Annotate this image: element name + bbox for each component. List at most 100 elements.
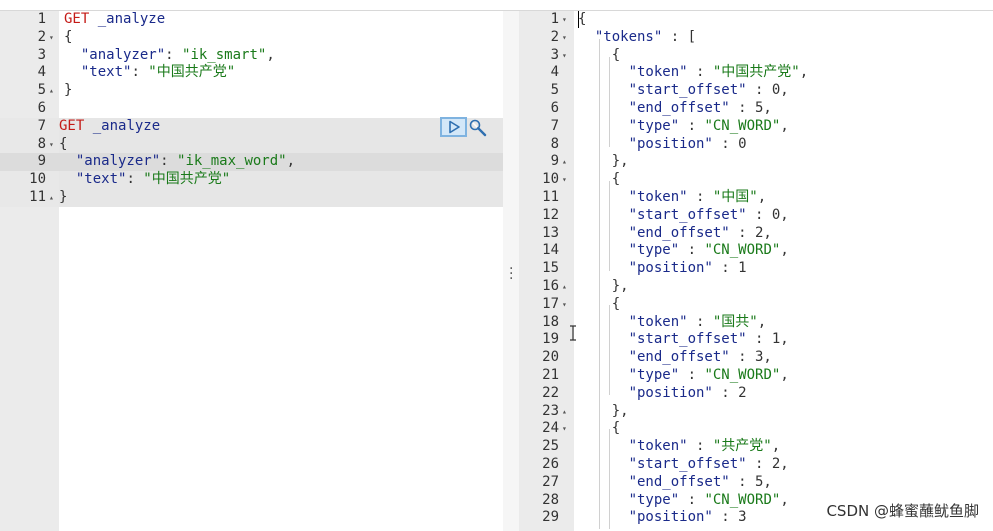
code-token: : [679, 491, 705, 508]
fold-toggle-icon[interactable]: ▾ [562, 299, 567, 309]
line-number: 20 [542, 349, 559, 366]
line-number: 2 [37, 28, 46, 45]
code-text: { [578, 296, 620, 314]
response-line[interactable]: 11 "token" : "中国", [519, 189, 993, 207]
response-line[interactable]: 22 "position" : 2 [519, 385, 993, 403]
response-line[interactable]: 8 "position" : 0 [519, 136, 993, 154]
response-line[interactable]: 20 "end_offset" : 3, [519, 349, 993, 367]
request-line[interactable]: 4 "text": "中国共产党" [0, 64, 503, 82]
code-token: "ik_smart" [182, 46, 267, 63]
response-line[interactable]: 25 "token" : "共产党", [519, 438, 993, 456]
request-line[interactable]: 2▾ { [0, 29, 503, 47]
request-line[interactable]: 10 "text": "中国共产党" [0, 171, 503, 189]
line-number: 17 [542, 295, 559, 312]
line-number: 6 [550, 99, 559, 116]
unfold-toggle-icon[interactable]: ▴ [562, 157, 567, 167]
code-text: "type" : "CN_WORD", [578, 118, 789, 136]
request-line[interactable]: 5▴} [0, 82, 503, 100]
code-token: }, [578, 402, 629, 419]
fold-toggle-icon[interactable]: ▾ [562, 424, 567, 434]
code-token: : [126, 171, 144, 188]
wrench-icon [469, 119, 487, 137]
code-token: "中国共产党" [148, 64, 236, 81]
response-line[interactable]: 6 "end_offset" : 5, [519, 100, 993, 118]
response-line[interactable]: 28 "type" : "CN_WORD", [519, 492, 993, 510]
code-text: { [64, 29, 72, 47]
code-text: "start_offset" : 2, [578, 456, 789, 474]
response-line[interactable]: 19 "start_offset" : 1, [519, 331, 993, 349]
line-number: 15 [542, 260, 559, 277]
code-token: "text" [64, 64, 132, 81]
request-settings-button[interactable] [468, 118, 488, 138]
response-line[interactable]: 2▾ "tokens" : [ [519, 29, 993, 47]
unfold-toggle-icon[interactable]: ▴ [49, 192, 54, 202]
code-token: "中国共产党" [712, 64, 800, 81]
response-line[interactable]: 1▾{ [519, 11, 993, 29]
code-token: , [286, 153, 296, 170]
line-number: 22 [542, 384, 559, 401]
request-line[interactable]: 3 "analyzer": "ik_smart", [0, 47, 503, 65]
code-text: "type" : "CN_WORD", [578, 367, 789, 385]
code-token: : [ [662, 28, 697, 45]
code-token: "position" [578, 384, 713, 401]
response-line[interactable]: 23▴ }, [519, 403, 993, 421]
response-line[interactable]: 3▾ { [519, 47, 993, 65]
response-viewer-lines[interactable]: 1▾{2▾ "tokens" : [3▾ {4 "token" : "中国共产党… [519, 11, 993, 527]
response-line[interactable]: 9▴ }, [519, 153, 993, 171]
response-line[interactable]: 5 "start_offset" : 0, [519, 82, 993, 100]
request-line[interactable]: 6 [0, 100, 503, 118]
code-token: "text" [59, 171, 127, 188]
pane-splitter[interactable]: ··· [503, 11, 519, 531]
line-number: 25 [542, 438, 559, 455]
line-number: 16 [542, 277, 559, 294]
code-text: "token" : "共产党", [578, 438, 781, 456]
fold-toggle-icon[interactable]: ▾ [562, 15, 567, 24]
code-token: "tokens" [578, 28, 663, 45]
code-text: }, [578, 153, 629, 171]
code-token: { [578, 420, 621, 437]
response-line[interactable]: 10▾ { [519, 171, 993, 189]
response-line[interactable]: 16▴ }, [519, 278, 993, 296]
run-request-button[interactable] [440, 117, 467, 137]
unfold-toggle-icon[interactable]: ▴ [562, 406, 567, 416]
line-number: 8 [550, 135, 559, 152]
code-text: "position" : 3 [578, 509, 747, 527]
code-token: : [687, 438, 713, 455]
code-text: "start_offset" : 0, [578, 82, 789, 100]
unfold-toggle-icon[interactable]: ▴ [562, 281, 567, 291]
line-number: 5 [550, 82, 559, 99]
code-token: { [578, 295, 621, 312]
response-line[interactable]: 7 "type" : "CN_WORD", [519, 118, 993, 136]
response-line[interactable]: 18 "token" : "国共", [519, 314, 993, 332]
code-text: } [59, 188, 503, 207]
response-line[interactable]: 21 "type" : "CN_WORD", [519, 367, 993, 385]
fold-toggle-icon[interactable]: ▾ [49, 32, 54, 42]
code-text: "analyzer": "ik_smart", [64, 47, 275, 65]
response-line[interactable]: 17▾ { [519, 296, 993, 314]
response-line[interactable]: 24▾ { [519, 420, 993, 438]
fold-toggle-icon[interactable]: ▾ [562, 175, 567, 185]
response-line[interactable]: 29 "position" : 3 [519, 509, 993, 527]
request-line[interactable]: 8▾{ [0, 135, 503, 154]
fold-toggle-icon[interactable]: ▾ [562, 50, 567, 60]
response-viewer[interactable]: 1▾{2▾ "tokens" : [3▾ {4 "token" : "中国共产党… [519, 11, 993, 531]
fold-toggle-icon[interactable]: ▾ [562, 32, 567, 42]
fold-toggle-icon[interactable]: ▾ [49, 139, 54, 149]
unfold-toggle-icon[interactable]: ▴ [49, 86, 54, 96]
response-line[interactable]: 27 "end_offset" : 5, [519, 474, 993, 492]
line-number: 24 [542, 420, 559, 437]
request-line[interactable]: 11▴} [0, 188, 503, 207]
code-text: "text": "中国共产党" [64, 64, 235, 82]
response-line[interactable]: 12 "start_offset" : 0, [519, 207, 993, 225]
line-number: 13 [542, 224, 559, 241]
response-line[interactable]: 15 "position" : 1 [519, 260, 993, 278]
response-line[interactable]: 26 "start_offset" : 2, [519, 456, 993, 474]
response-line[interactable]: 4 "token" : "中国共产党", [519, 64, 993, 82]
request-line[interactable]: 9 "analyzer": "ik_max_word", [0, 153, 503, 172]
response-line[interactable]: 13 "end_offset" : 2, [519, 225, 993, 243]
response-line[interactable]: 14 "type" : "CN_WORD", [519, 242, 993, 260]
